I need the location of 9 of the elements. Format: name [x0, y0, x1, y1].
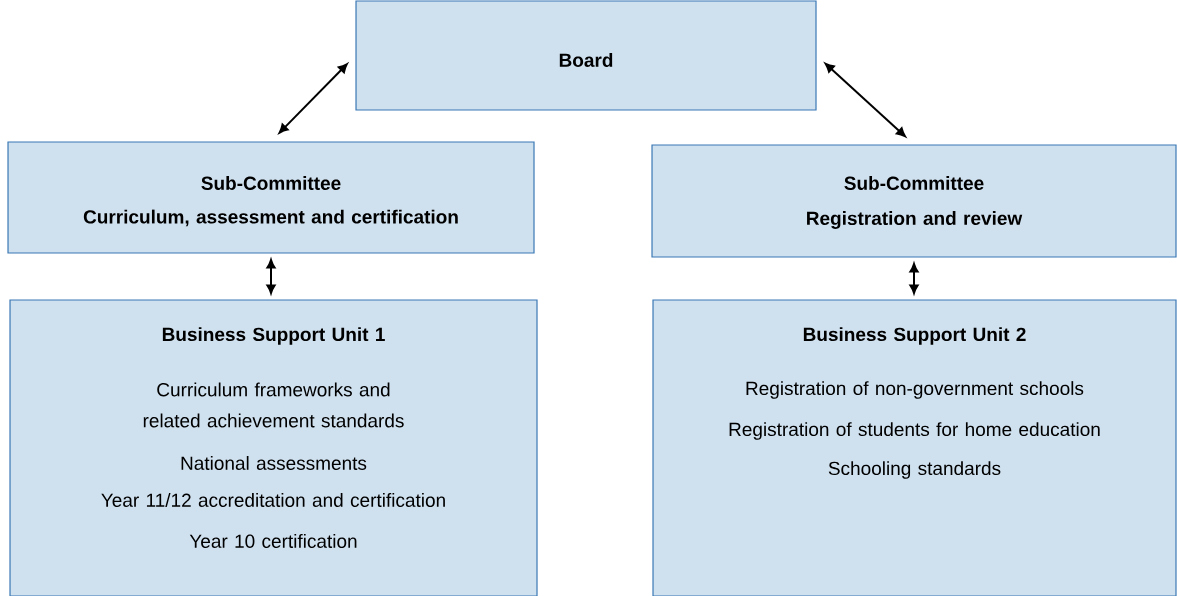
org-box: Business Support Unit 1 Curriculum frameworks and related achievement standards National assessments Year 11/12 accreditation and certification Year 10 certification	[9, 299, 538, 596]
arrow	[278, 63, 348, 134]
arrow	[266, 259, 276, 294]
arrow	[824, 62, 906, 137]
org-box: Board	[355, 0, 817, 111]
org-box: Business Support Unit 2 Registration of non-government schools Registration of students for home education Schooling standards	[652, 299, 1177, 596]
arrow	[909, 263, 919, 294]
org-box: Sub-Committee Registration and review	[651, 144, 1177, 258]
org-box: Sub-Committee Curriculum, assessment and certification	[7, 141, 535, 254]
